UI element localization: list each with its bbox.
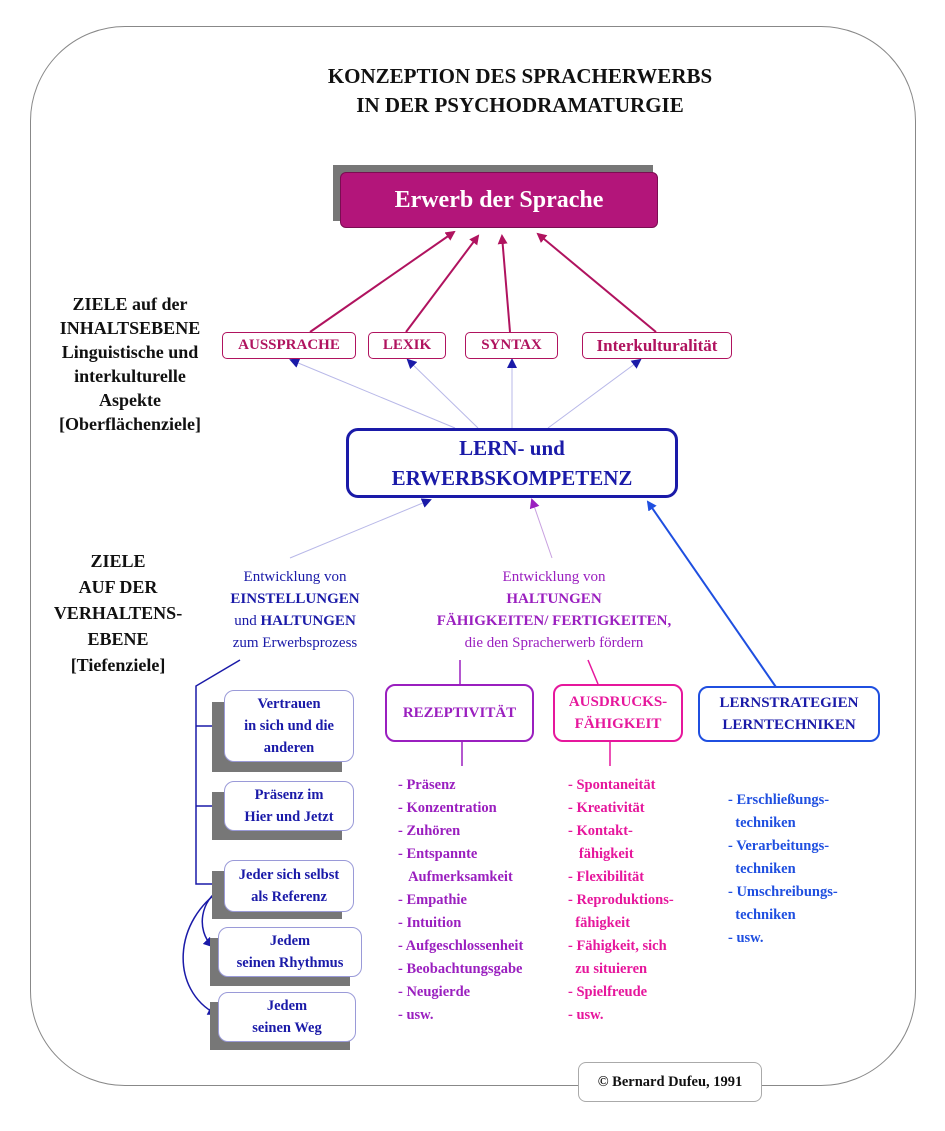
curve-to-weg — [182, 887, 225, 1015]
box-interkulturalitaet: Interkulturalität — [582, 332, 732, 359]
entwicklung-einstellungen: Entwicklung von EINSTELLUNGEN und HALTUN… — [200, 566, 390, 654]
vertrauen-line-3: anderen — [263, 740, 315, 756]
ent-left-line-2: EINSTELLUNGEN — [230, 591, 360, 607]
rhythmus-line-1: Jedem — [269, 933, 311, 949]
weg-line-2: seinen Weg — [252, 1020, 322, 1036]
erwerb-box: Erwerb der Sprache — [340, 172, 658, 228]
competence-box: LERN- und ERWERBSKOMPETENZ — [346, 428, 678, 498]
ziele-inhalt-line-1: ZIELE auf der — [72, 294, 188, 314]
ziele-verhalten-line-1: ZIELE — [90, 551, 146, 571]
praesenz-line-2: Hier und Jetzt — [244, 809, 334, 825]
ent-left-line-1: Entwicklung von — [243, 569, 347, 585]
ziele-verhalten-line-5: [Tiefenziele] — [70, 655, 166, 675]
title-line-2: IN DER PSYCHODRAMATURGIE — [356, 93, 684, 117]
box-aussprache: AUSSPRACHE — [222, 332, 356, 359]
ziele-inhalt-line-6: [Oberflächenziele] — [59, 414, 201, 434]
box-rhythmus: Jedem seinen Rhythmus — [218, 927, 362, 977]
label-ausdruck-2: FÄHIGKEIT — [574, 716, 662, 732]
arrow-syntax — [497, 234, 511, 333]
box-praesenz: Präsenz im Hier und Jetzt — [224, 781, 354, 831]
arrow-aussprache — [309, 230, 456, 333]
list-ausdruck: - Spontaneität - Kreativität - Kontakt- … — [568, 777, 674, 1023]
copyright-text: © Bernard Dufeu, 1991 — [597, 1073, 743, 1090]
ent-left-haltungen: HALTUNGEN — [260, 613, 356, 629]
arrow-comp-lexik — [406, 358, 479, 429]
ziele-inhalt-line-3: Linguistische und — [61, 342, 199, 362]
label-syntax: SYNTAX — [481, 337, 542, 353]
title-line-1: KONZEPTION DES SPRACHERWERBS — [327, 64, 713, 88]
ziele-inhalt-line-4: interkulturelle — [74, 366, 186, 386]
ziele-inhalt-line-5: Aspekte — [99, 390, 161, 410]
label-aussprache: AUSSPRACHE — [238, 337, 340, 353]
rhythmus-line-2: seinen Rhythmus — [236, 955, 344, 971]
list-lernstrategien: - Erschließungs- techniken - Verarbeitun… — [728, 792, 838, 946]
competence-line-2: ERWERBSKOMPETENZ — [391, 466, 633, 490]
copyright-box: © Bernard Dufeu, 1991 — [578, 1062, 762, 1102]
label-ausdruck-1: AUSDRUCKS- — [568, 694, 668, 710]
ent-mid-line-1: Entwicklung von — [502, 569, 606, 585]
arrow-comp-aussprache — [289, 358, 456, 429]
ent-left-line-4: zum Erwerbsprozess — [232, 635, 358, 651]
referenz-line-1: Jeder sich selbst — [238, 867, 340, 883]
list-rezeptivitaet: - Präsenz - Konzentration - Zuhören - En… — [398, 777, 524, 1023]
ziele-verhalten-line-3: VERHALTENS- — [53, 603, 183, 623]
box-referenz: Jeder sich selbst als Referenz — [224, 860, 354, 912]
label-lern-1: LERNSTRATEGIEN — [719, 695, 859, 711]
box-lernstrategien: LERNSTRATEGIEN LERNTECHNIKEN — [698, 686, 880, 742]
ent-mid-line-4: die den Spracherwerb fördern — [464, 635, 644, 651]
erwerb-label: Erwerb der Sprache — [394, 186, 604, 213]
vertrauen-line-1: Vertrauen — [257, 696, 321, 712]
ziele-verhalten-line-2: AUF DER — [78, 577, 158, 597]
box-rezeptivitaet: REZEPTIVITÄT — [385, 684, 534, 742]
label-lexik: LEXIK — [382, 337, 432, 353]
ent-mid-line-3: FÄHIGKEITEN/ FERTIGKEITEN, — [436, 613, 672, 629]
competence-line-1: LERN- und — [459, 436, 565, 460]
arrow-comp-interkultur — [547, 358, 642, 429]
arrow-lexik — [405, 234, 480, 333]
rounded-frame — [30, 26, 916, 1086]
stem-ausdruck-top — [587, 659, 599, 685]
bracket-left — [195, 659, 241, 885]
label-interkulturalitaet: Interkulturalität — [596, 335, 718, 355]
label-lern-2: LERNTECHNIKEN — [722, 717, 856, 733]
ent-left-und: und — [234, 613, 261, 629]
label-rezeptivitaet: REZEPTIVITÄT — [402, 705, 517, 721]
entwicklung-faehigkeiten: Entwicklung von HALTUNGEN FÄHIGKEITEN/ F… — [396, 566, 712, 654]
ziele-verhaltensebene: ZIELE AUF DER VERHALTENS- EBENE [Tiefenz… — [32, 548, 204, 678]
box-ausdrucksfaehigkeit: AUSDRUCKS- FÄHIGKEIT — [553, 684, 683, 742]
arrow-lern-comp — [646, 500, 779, 691]
box-vertrauen: Vertrauen in sich und die anderen — [224, 690, 354, 762]
ziele-inhalt-line-2: INHALTSEBENE — [59, 318, 201, 338]
ziele-inhaltsebene: ZIELE auf der INHALTSEBENE Linguistische… — [32, 292, 228, 436]
praesenz-line-1: Präsenz im — [254, 787, 324, 803]
arrow-left-comp — [289, 498, 432, 559]
vertrauen-line-2: in sich und die — [244, 718, 334, 734]
arrow-mid-comp — [529, 498, 553, 559]
page-title: KONZEPTION DES SPRACHERWERBS IN DER PSYC… — [200, 62, 840, 120]
ent-mid-line-2: HALTUNGEN — [506, 591, 602, 607]
referenz-line-2: als Referenz — [251, 889, 327, 905]
weg-line-1: Jedem — [266, 998, 308, 1014]
box-syntax: SYNTAX — [465, 332, 558, 359]
box-weg: Jedem seinen Weg — [218, 992, 356, 1042]
arrow-interkultur — [536, 232, 657, 333]
box-lexik: LEXIK — [368, 332, 446, 359]
ent-left-line-3: und HALTUNGEN — [200, 610, 390, 632]
ziele-verhalten-line-4: EBENE — [87, 629, 149, 649]
